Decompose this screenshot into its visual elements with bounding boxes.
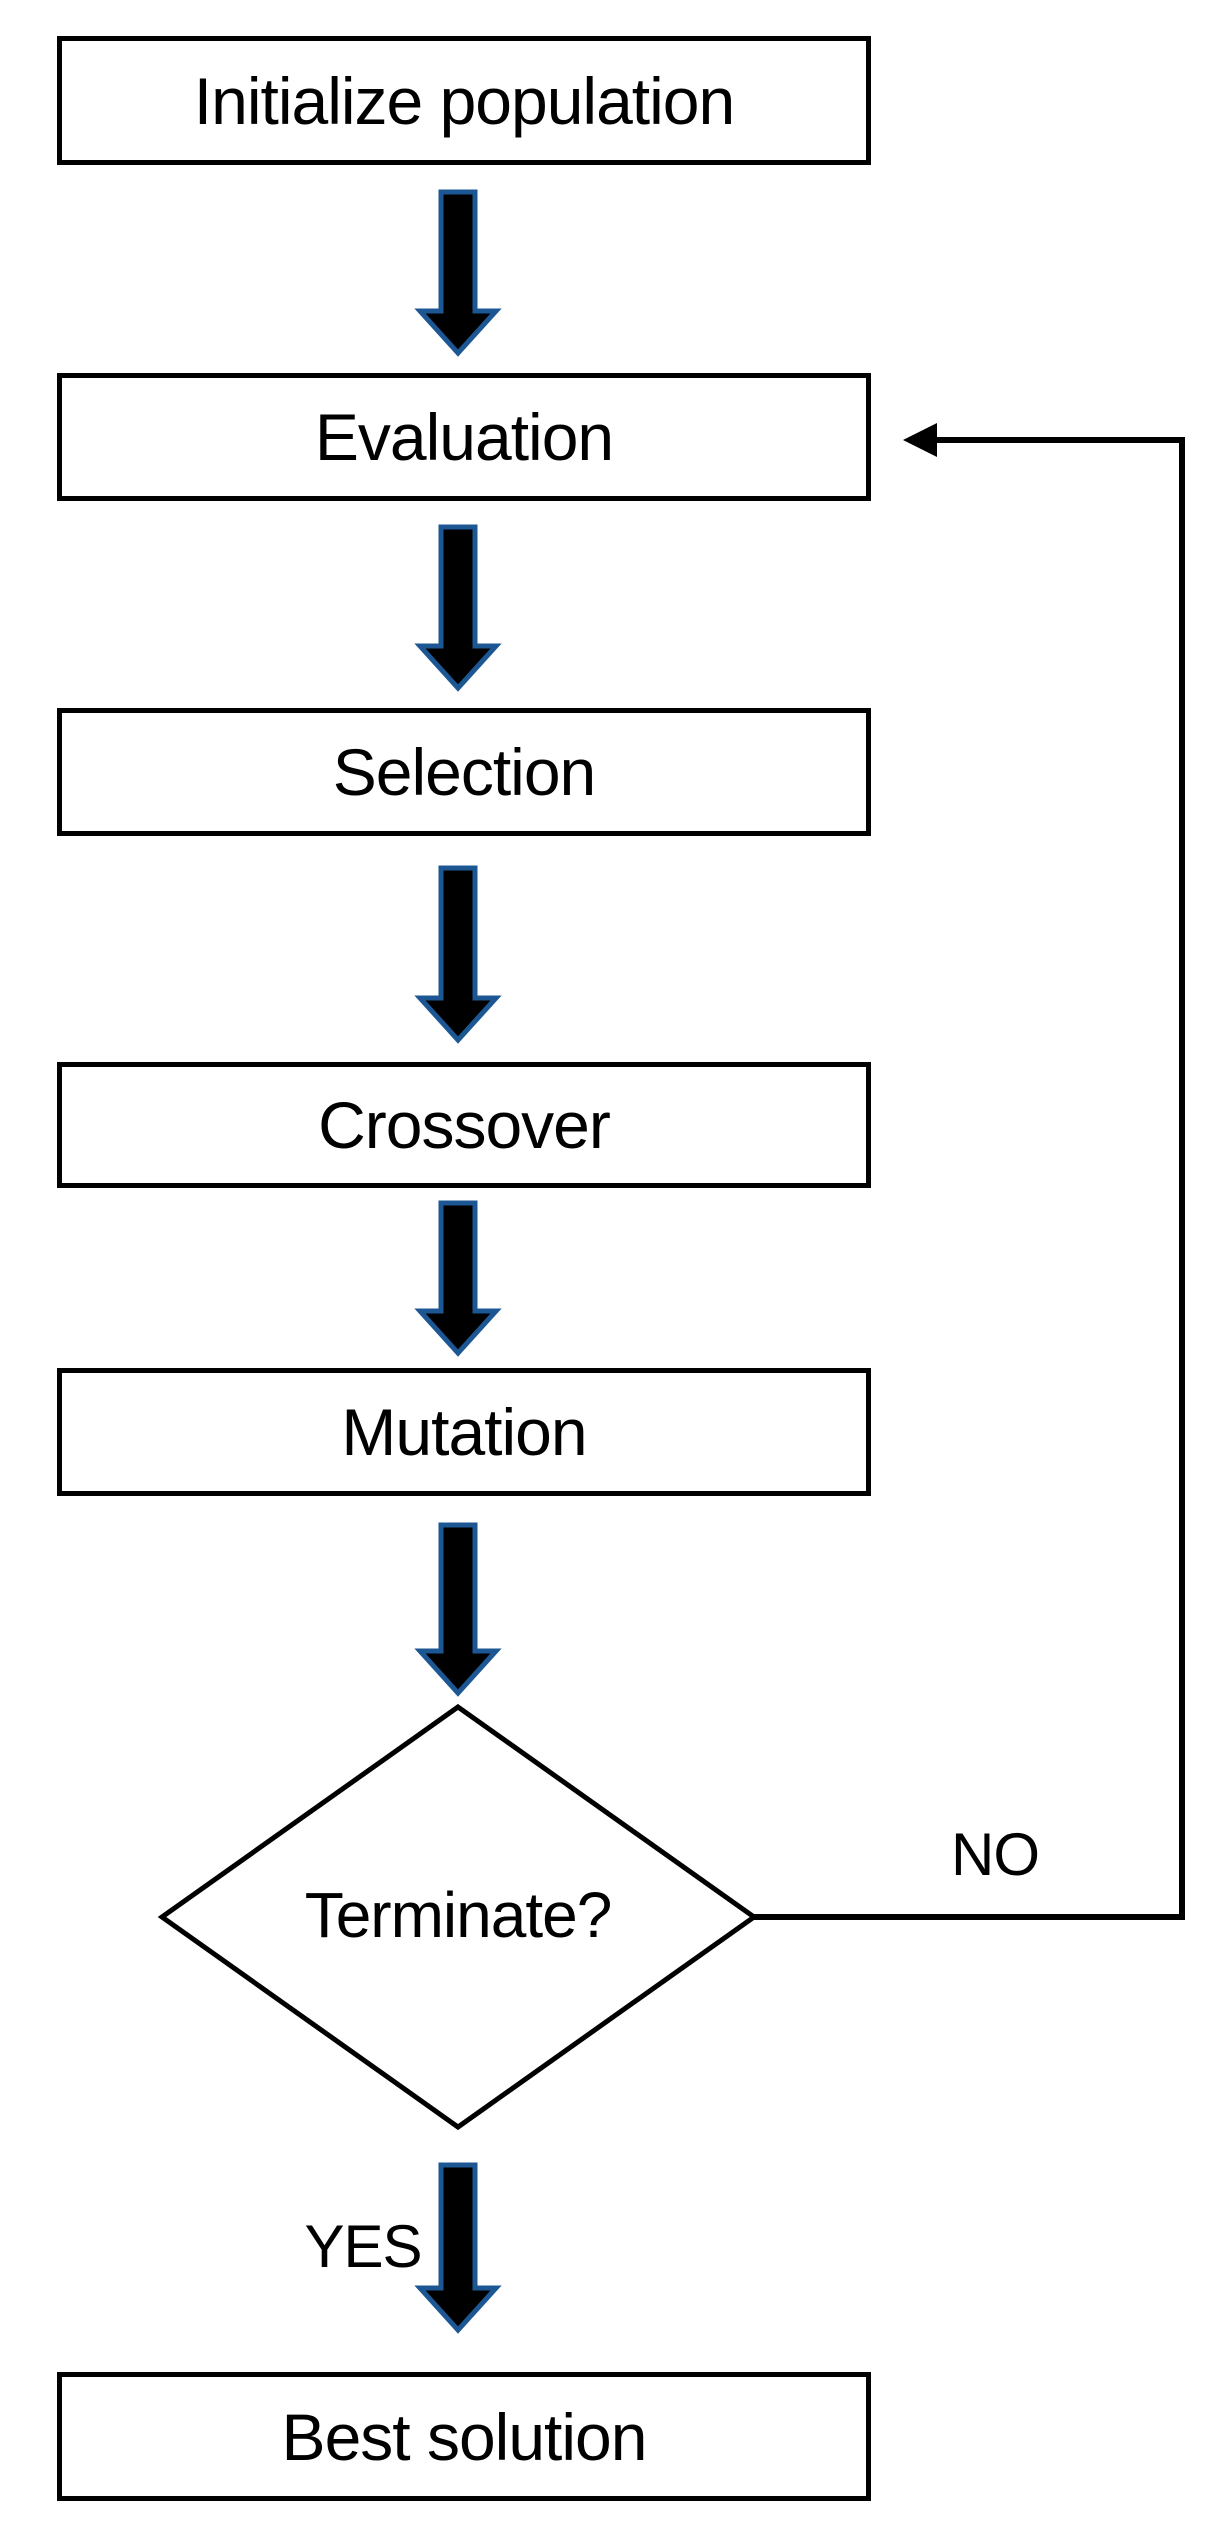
branch-label-yes: YES xyxy=(304,2213,422,2280)
branch-label-no: NO xyxy=(951,1821,1040,1888)
node-crossover-label: Crossover xyxy=(318,1088,611,1162)
node-best-solution-label: Best solution xyxy=(281,2399,648,2474)
down-block-arrow-icon-selection-crossover xyxy=(414,865,502,1044)
node-best-solution: Best solution xyxy=(57,2372,871,2501)
node-selection: Selection xyxy=(57,708,871,836)
node-crossover: Crossover xyxy=(57,1062,871,1188)
node-initialize-population-label: Initialize population xyxy=(193,63,735,138)
down-block-arrow-icon-evaluation-selection xyxy=(414,524,502,692)
down-block-arrow-icon-mutation-terminate xyxy=(414,1522,502,1697)
node-selection-label: Selection xyxy=(332,735,597,809)
down-block-arrow-icon-initialize-evaluation xyxy=(414,189,502,357)
decision-terminate-label: Terminate? xyxy=(304,1879,613,1951)
node-mutation-label: Mutation xyxy=(341,1395,587,1469)
node-initialize-population: Initialize population xyxy=(57,36,871,165)
down-block-arrow-icon-crossover-mutation xyxy=(414,1200,502,1357)
down-block-arrow-icon-yes-best-solution xyxy=(414,2162,502,2334)
node-evaluation: Evaluation xyxy=(57,373,871,501)
decision-diamond xyxy=(157,1703,759,2131)
node-evaluation-label: Evaluation xyxy=(314,400,614,474)
no-feedback-line xyxy=(754,437,1185,1920)
node-mutation: Mutation xyxy=(57,1368,871,1496)
left-arrowhead-icon xyxy=(903,423,937,457)
